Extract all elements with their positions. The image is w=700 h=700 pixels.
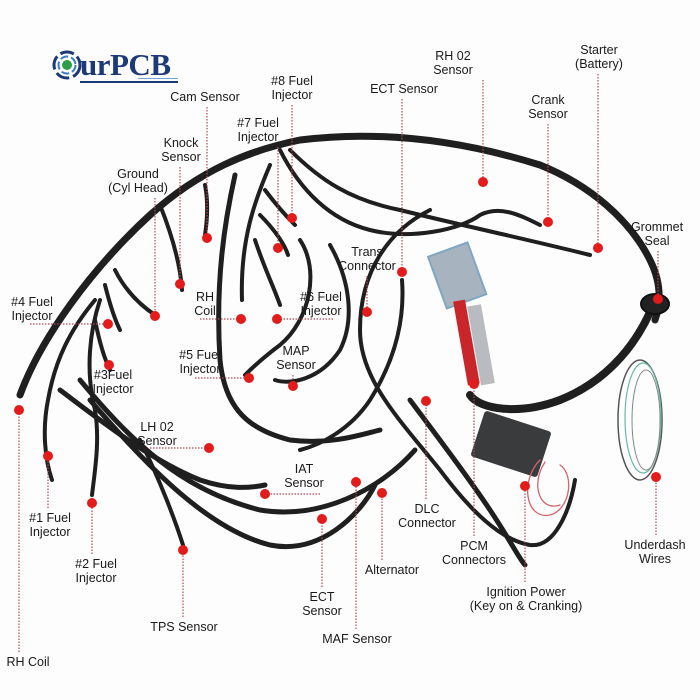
marker-alternator [377, 488, 387, 498]
lower-harness [57, 387, 268, 490]
marker-fuel-injector-1 [43, 451, 53, 461]
branch [113, 268, 157, 317]
branch [263, 188, 297, 227]
marker-ground-cyl-head [150, 311, 160, 321]
branch [357, 208, 577, 548]
label-fuel-injector-4: #4 Fuel Injector [11, 295, 53, 323]
wires [16, 132, 670, 568]
label-ignition-power: Ignition Power (Key on & Cranking) [469, 585, 583, 613]
label-lh-o2-sensor: LH 02 Sensor [137, 420, 177, 448]
marker-ignition-power [520, 481, 530, 491]
label-map-sensor: MAP Sensor [276, 344, 316, 372]
marker-ect-sensor-top [397, 267, 407, 277]
marker-rh-coil-upper [236, 314, 246, 324]
marker-underdash-wires [651, 472, 661, 482]
label-rh-coil-lower: RH Coil [6, 655, 50, 669]
label-alternator: Alternator [364, 563, 420, 577]
logo-text: urPCB [80, 47, 171, 82]
label-fuel-injector-1: #1 Fuel Injector [29, 511, 71, 539]
label-ect-sensor-bottom: ECT Sensor [302, 590, 342, 618]
label-iat-sensor: IAT Sensor [284, 462, 324, 490]
marker-rh-o2-sensor [478, 177, 488, 187]
label-underdash-wires: Underdash Wires [624, 538, 686, 566]
label-fuel-injector-5: #5 Fuel Injector [179, 348, 221, 376]
branch [243, 238, 313, 377]
label-fuel-injector-3: #3Fuel Injector [92, 368, 134, 396]
marker-cam-sensor [202, 233, 212, 243]
label-fuel-injector-2: #2 Fuel Injector [75, 557, 117, 585]
marker-trans-connector [362, 307, 372, 317]
branch [288, 148, 592, 257]
marker-starter-battery [593, 243, 603, 253]
fuse-box [471, 411, 551, 477]
ignition-wires [527, 459, 570, 516]
label-crank-sensor: Crank Sensor [528, 93, 568, 121]
label-tps-sensor: TPS Sensor [150, 620, 218, 634]
label-fuel-injector-6: #6 Fuel Injector [300, 290, 342, 318]
marker-fuel-injector-7 [273, 243, 283, 253]
label-knock-sensor: Knock Sensor [161, 136, 201, 164]
branch [258, 213, 290, 257]
label-rh-coil-upper: RH Coil [194, 290, 216, 318]
marker-rh-coil-lower [14, 405, 24, 415]
pcm-connector-block-red [453, 299, 480, 386]
lower-harness [407, 397, 528, 568]
branch [239, 163, 272, 302]
ourpcb-logo: urPCB [52, 47, 171, 82]
marker-iat-sensor [260, 489, 270, 499]
branch [278, 148, 542, 237]
label-pcm-connectors: PCM Connectors [442, 539, 506, 567]
label-ground-cyl-head: Ground (Cyl Head) [108, 167, 168, 195]
label-maf-sensor: MAF Sensor [322, 632, 392, 646]
marker-map-sensor [288, 381, 298, 391]
marker-fuel-injector-6 [272, 314, 282, 324]
label-cam-sensor: Cam Sensor [170, 90, 240, 104]
lower-harness [138, 438, 185, 547]
branch [298, 278, 405, 452]
label-trans-connector: Trans Connector [338, 245, 396, 273]
logo-underline [80, 81, 178, 83]
logo-underline-accent [138, 78, 178, 79]
underdash-wire-loop [617, 359, 663, 481]
label-grommet-seal: Grommet Seal [630, 220, 684, 248]
marker-ect-sensor-bottom [317, 514, 327, 524]
callout-markers [14, 177, 663, 555]
underdash-wire-loop [631, 369, 661, 471]
marker-fuel-injector-8 [287, 213, 297, 223]
label-dlc-connector: DLC Connector [398, 502, 456, 530]
marker-fuel-injector-4 [103, 319, 113, 329]
swirl-logo-icon [52, 50, 82, 80]
branch [87, 298, 102, 497]
ignition-wires [537, 461, 561, 507]
pcm-connector-block-gray [467, 304, 495, 386]
marker-lh-o2-sensor [204, 443, 214, 453]
branch [203, 183, 210, 237]
marker-dlc-connector [421, 396, 431, 406]
marker-tps-sensor [178, 545, 188, 555]
underdash-wire-loop [624, 362, 662, 474]
trunk-lower [466, 296, 659, 413]
marker-maf-sensor [351, 477, 361, 487]
label-rh-o2-sensor: RH 02 Sensor [433, 49, 473, 77]
marker-fuel-injector-2 [87, 498, 97, 508]
pcm-connector-block [426, 241, 488, 310]
marker-pcm-connectors [469, 379, 479, 389]
marker-knock-sensor [175, 279, 185, 289]
label-starter-battery: Starter (Battery) [575, 43, 623, 71]
lower-harness [87, 397, 378, 549]
branch [253, 238, 282, 307]
branch [103, 283, 122, 332]
label-fuel-injector-7: #7 Fuel Injector [237, 116, 279, 144]
main-trunk [16, 132, 663, 399]
marker-crank-sensor [543, 217, 553, 227]
marker-grommet-seal [653, 294, 663, 304]
label-ect-sensor-top: ECT Sensor [370, 82, 438, 96]
branch [216, 172, 383, 444]
label-fuel-injector-8: #8 Fuel Injector [271, 74, 313, 102]
marker-fuel-injector-3 [104, 360, 114, 370]
branch [158, 203, 184, 292]
marker-fuel-injector-5 [244, 373, 254, 383]
